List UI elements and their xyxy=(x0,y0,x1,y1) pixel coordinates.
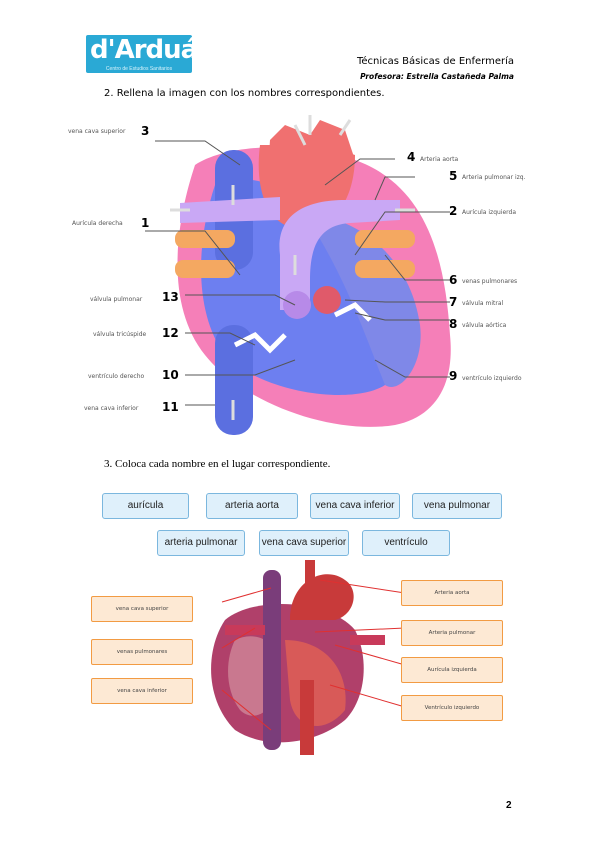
teacher-name: Profesora: Estrella Castañeda Palma xyxy=(360,72,514,81)
aortic-arch xyxy=(269,120,355,201)
answer-box-vena-cava-inferior[interactable]: vena cava inferior xyxy=(91,678,193,704)
inferior-vena-cava xyxy=(215,325,253,435)
number-6: 6 xyxy=(449,273,458,287)
answer-lines xyxy=(221,579,406,731)
answer-box-venas-pulmonares[interactable]: venas pulmonares xyxy=(91,639,193,665)
page-number: 2 xyxy=(506,800,512,811)
pulmonary-vessel-r xyxy=(350,635,385,645)
answer-box-arteria-aorta[interactable]: Arteria aorta xyxy=(401,580,503,606)
answer-box-vena-cava-superior[interactable]: vena cava superior xyxy=(91,596,193,622)
pulmonary-artery xyxy=(279,200,400,310)
course-title: Técnicas Básicas de Enfermería xyxy=(356,56,514,67)
option-arteria-pulmonar[interactable]: arteria pulmonar xyxy=(157,530,245,556)
pulmonary-vein-4 xyxy=(355,260,415,278)
number-2: 2 xyxy=(449,204,458,218)
leader-lines xyxy=(145,140,450,406)
pulmonary-artery-left xyxy=(180,197,280,223)
answer-box-arteria-pulmonar[interactable]: Arteria pulmonar xyxy=(401,620,503,646)
option-arteria-aorta[interactable]: arteria aorta xyxy=(206,493,298,519)
question-3-title: 3. Coloca cada nombre en el lugar corres… xyxy=(104,458,331,470)
heart-diagram-numbered xyxy=(145,115,451,435)
pulmonary-valve xyxy=(283,291,311,319)
number-4: 4 xyxy=(407,150,416,164)
option-vena-cava-superior[interactable]: vena cava superior xyxy=(259,530,349,556)
logo-text: d'Arduán xyxy=(90,35,216,65)
aortic-arch-2 xyxy=(290,574,354,620)
aortic-valve xyxy=(313,286,341,314)
label-auricula-derecha: Aurícula derecha xyxy=(72,220,123,227)
pulmonary-vessel-l xyxy=(225,625,265,635)
option-vena-cava-inferior[interactable]: vena cava inferior xyxy=(310,493,400,519)
question-2-title: 2. Rellena la imagen con los nombres cor… xyxy=(104,88,385,99)
label-valvula-aortica: válvula aórtica xyxy=(462,322,507,329)
pulmonary-vein-3 xyxy=(355,230,415,248)
label-valvula-pulmonar: válvula pulmonar xyxy=(90,296,143,303)
number-5: 5 xyxy=(449,169,458,183)
logo: d'Arduán Centro de Estudios Sanitarios xyxy=(86,35,216,73)
label-valvula-tricuspide: válvula tricúspide xyxy=(93,331,147,338)
answer-box-auricula-izquierda[interactable]: Aurícula izquierda xyxy=(401,657,503,683)
pulmonary-vein-2 xyxy=(175,260,235,278)
label-arteria-aorta: Arteria aorta xyxy=(420,156,459,163)
label-vena-cava-superior: vena cava superior xyxy=(68,128,126,135)
option-auricula[interactable]: aurícula xyxy=(102,493,189,519)
descending-aorta xyxy=(300,680,314,755)
number-1: 1 xyxy=(141,216,150,230)
number-10: 10 xyxy=(162,368,179,382)
number-11: 11 xyxy=(162,400,179,414)
pulmonary-vein-1 xyxy=(175,230,235,248)
number-3: 3 xyxy=(141,124,150,138)
label-valvula-mitral: válvula mitral xyxy=(462,300,504,307)
aorta-vessel xyxy=(305,560,315,590)
number-13: 13 xyxy=(162,290,179,304)
option-ventriculo[interactable]: ventrículo xyxy=(362,530,450,556)
label-ventriculo-izquierdo: ventrículo izquierdo xyxy=(462,375,522,382)
number-9: 9 xyxy=(449,369,458,383)
vena-cava xyxy=(263,570,281,750)
flow-arrows xyxy=(170,115,415,420)
heart-diagram-anatomical xyxy=(211,560,406,755)
number-8: 8 xyxy=(449,317,458,331)
number-7: 7 xyxy=(449,295,458,309)
label-auricula-izquierda: Aurícula izquierda xyxy=(462,209,517,216)
label-ventriculo-derecho: ventrículo derecho xyxy=(88,373,145,380)
label-venas-pulmonares: venas pulmonares xyxy=(462,278,518,285)
logo-subtitle: Centro de Estudios Sanitarios xyxy=(105,66,173,72)
label-vena-cava-inferior: vena cava inferior xyxy=(84,405,139,412)
answer-box-ventriculo-izquierdo[interactable]: Ventrículo izquierdo xyxy=(401,695,503,721)
option-vena-pulmonar[interactable]: vena pulmonar xyxy=(412,493,502,519)
number-12: 12 xyxy=(162,326,179,340)
label-arteria-pulmonar-izq: Arteria pulmonar izq. xyxy=(462,174,526,181)
